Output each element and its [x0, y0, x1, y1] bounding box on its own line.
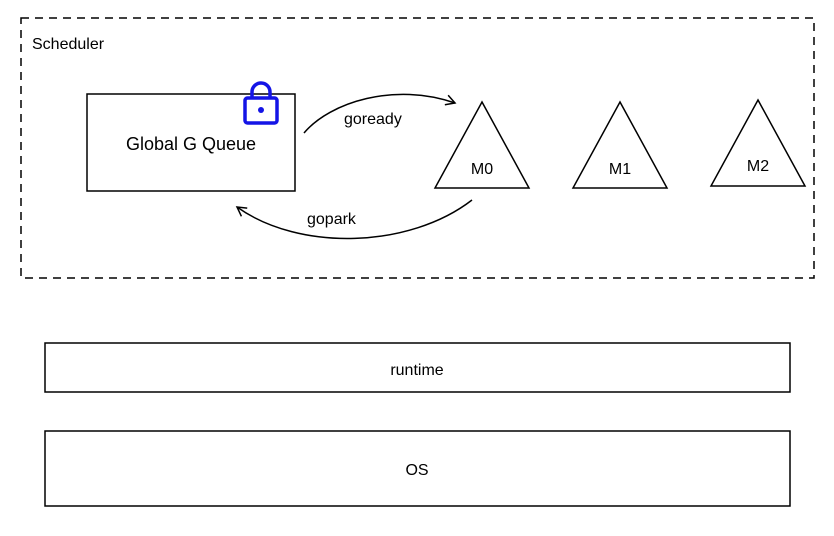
thread-triangle: [709, 98, 807, 187]
gopark-label: gopark: [307, 211, 357, 228]
thread-m1: M1: [571, 100, 669, 189]
thread-triangle: [571, 100, 669, 189]
goready-arrow: goready: [303, 93, 457, 134]
goready-label: goready: [344, 111, 402, 128]
runtime-label: runtime: [390, 362, 443, 379]
thread-label: M0: [471, 161, 493, 178]
scheduler-group: Scheduler Global G Queue goready gopark …: [20, 17, 815, 279]
os-label: OS: [405, 462, 428, 479]
thread-triangle: [433, 100, 531, 189]
lock-icon: [243, 81, 279, 125]
os-layer: OS: [44, 430, 791, 507]
runtime-box: [44, 342, 791, 393]
gopark-arrow: gopark: [235, 199, 473, 240]
thread-m2: M2: [709, 98, 807, 187]
runtime-layer: runtime: [44, 342, 791, 393]
scheduler-label: Scheduler: [32, 36, 105, 53]
thread-m0: M0: [433, 100, 531, 189]
thread-label: M1: [609, 161, 631, 178]
os-box: [44, 430, 791, 507]
scheduler-container: [20, 17, 815, 279]
global-g-queue-label: Global G Queue: [126, 134, 256, 154]
thread-label: M2: [747, 158, 769, 175]
